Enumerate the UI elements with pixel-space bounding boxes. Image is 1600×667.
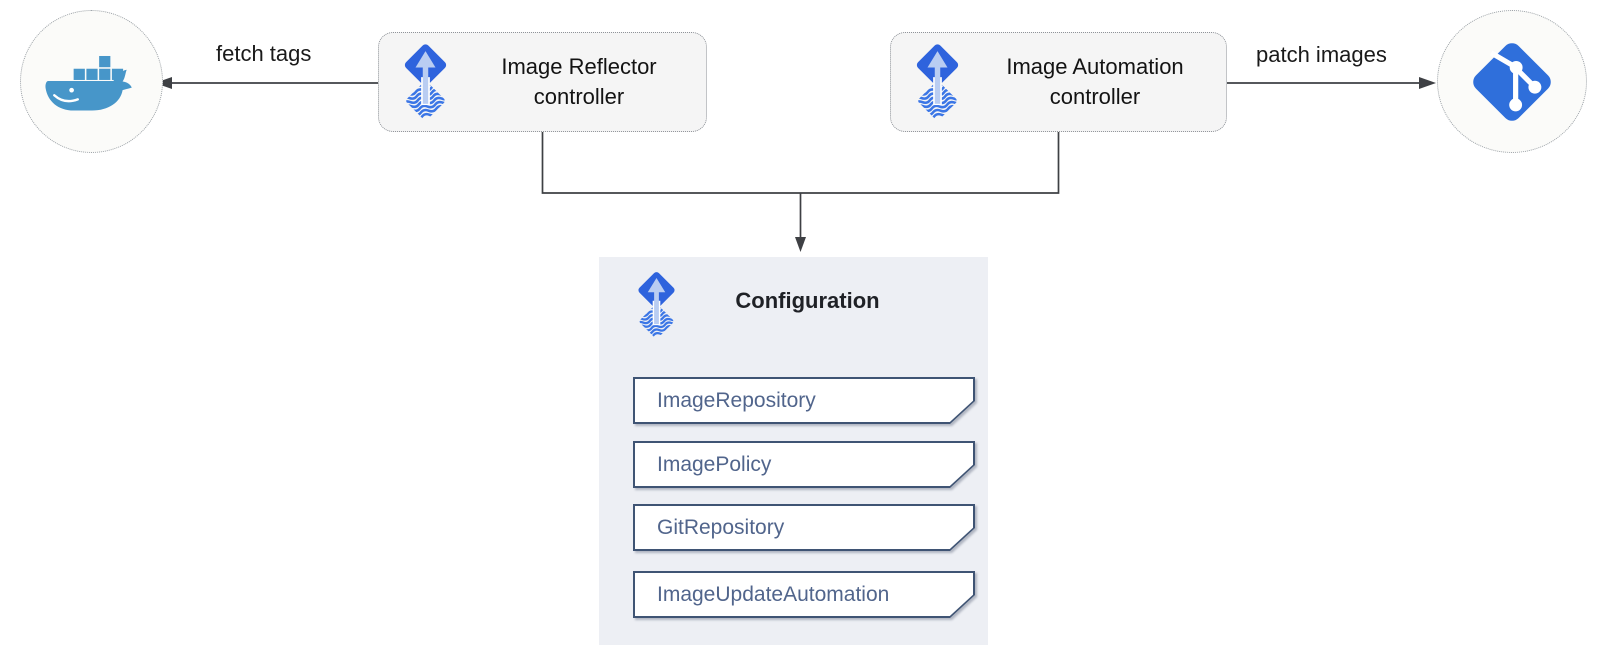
label-line-1: Image Reflector <box>501 54 657 79</box>
image-reflector-controller-node: Image Reflector controller <box>378 32 707 132</box>
config-item-label: GitRepository <box>657 515 785 539</box>
card-fill <box>635 506 974 550</box>
label-line-2: controller <box>533 84 625 109</box>
card-shape <box>633 504 975 551</box>
docker-whale-icon <box>41 45 143 119</box>
config-item-label: ImageUpdateAutomation <box>657 582 890 606</box>
configuration-title: Configuration <box>735 288 880 313</box>
card-border <box>633 571 975 618</box>
git-icon <box>1460 30 1564 134</box>
card-border <box>633 377 975 424</box>
image-automation-controller-node: Image Automation controller <box>890 32 1227 132</box>
config-item-label: ImageRepository <box>657 388 816 412</box>
fetch-tags-label: fetch tags <box>216 41 312 66</box>
config-item-imagerepository: ImageRepository <box>633 377 975 424</box>
card-fill <box>635 443 974 487</box>
card-fill <box>635 573 974 617</box>
flux-icon <box>907 42 968 122</box>
flux-icon <box>395 42 456 122</box>
card-shape <box>633 571 975 618</box>
fetch-tags-arrow <box>155 77 378 89</box>
card-border <box>633 441 975 488</box>
patch-images-arrow <box>1227 77 1436 89</box>
image-reflector-controller-label: Image Reflector controller <box>470 52 688 112</box>
card-border <box>633 504 975 551</box>
label-line-1: Image Automation <box>1006 54 1184 79</box>
config-item-imagepolicy: ImagePolicy <box>633 441 975 488</box>
git-repository-node <box>1437 10 1587 153</box>
card-shape <box>633 377 975 424</box>
card-shape <box>633 441 975 488</box>
config-item-imageupdateautomation: ImageUpdateAutomation <box>633 571 975 618</box>
label-line-2: controller <box>1049 84 1141 109</box>
config-item-gitrepository: GitRepository <box>633 504 975 551</box>
image-automation-controller-label: Image Automation controller <box>982 52 1208 112</box>
controllers-to-configuration-connector <box>541 132 1060 252</box>
docker-registry-node <box>20 10 163 153</box>
card-fill <box>635 379 974 423</box>
config-item-label: ImagePolicy <box>657 452 772 476</box>
patch-images-label: patch images <box>1256 42 1387 67</box>
configuration-group: Configuration ImageRepository ImagePolic… <box>599 257 988 645</box>
